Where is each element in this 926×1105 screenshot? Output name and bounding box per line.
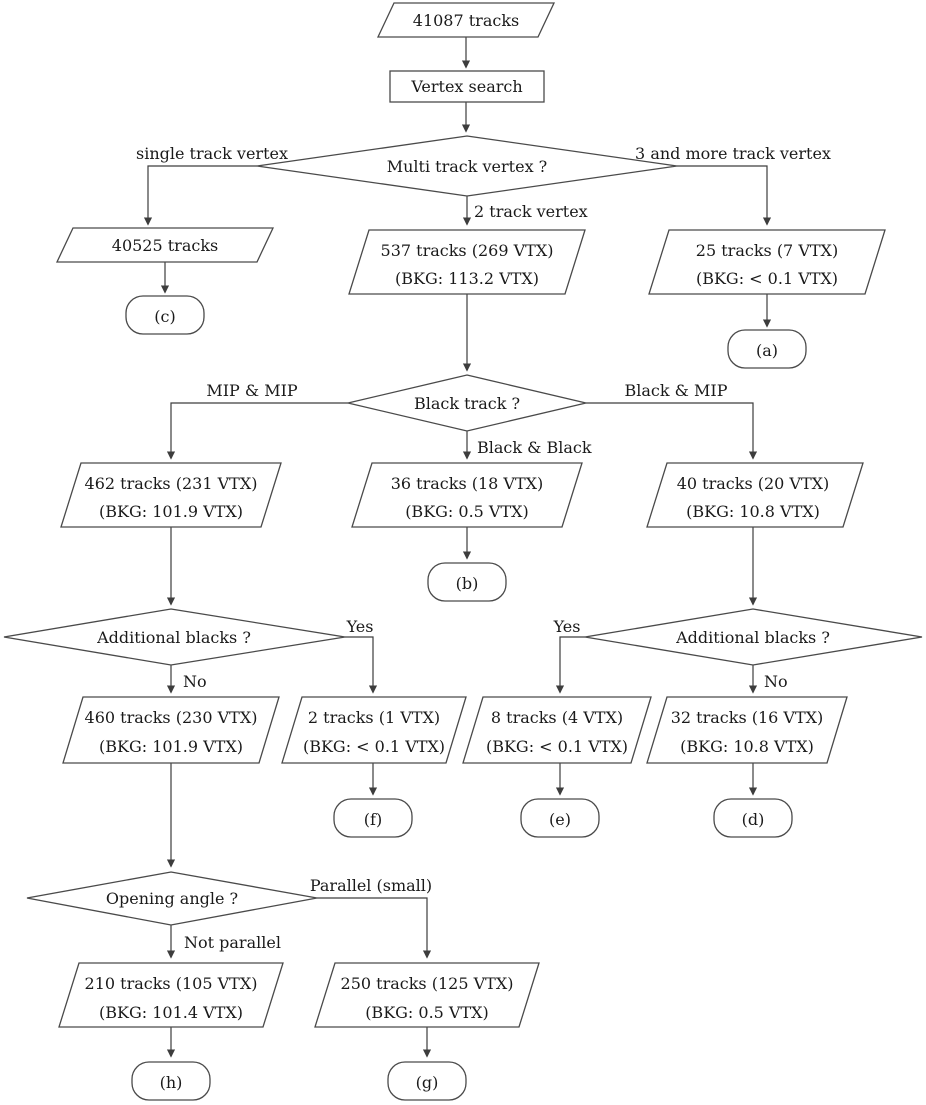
tracks-250-parallelogram (314, 962, 540, 1028)
tracks-537-parallelogram (348, 229, 586, 295)
black-black-branch-label: Black & Black (477, 438, 592, 457)
additional-blacks-left-label: Additional blacks ? (96, 628, 251, 647)
tracks-36-line2: (BKG: 0.5 VTX) (405, 502, 529, 521)
tracks-460-parallelogram (62, 696, 280, 764)
black-track-label: Black track ? (414, 394, 520, 413)
tracks-8-line1: 8 tracks (4 VTX) (491, 708, 623, 727)
terminal-a-label: (a) (756, 341, 778, 360)
tracks-210-line1: 210 tracks (105 VTX) (85, 974, 258, 993)
terminal-f (333, 798, 413, 838)
tracks-40525-label: 40525 tracks (112, 236, 218, 255)
edge-multi-three-track (677, 165, 772, 226)
mip-mip-branch-label: MIP & MIP (206, 381, 298, 400)
two-track-vertex-branch-label: 2 track vertex (474, 202, 588, 221)
vertex-search-box (389, 70, 545, 103)
tracks-2-line2: (BKG: < 0.1 VTX) (303, 737, 445, 756)
tracks-462-line1: 462 tracks (231 VTX) (85, 474, 258, 493)
terminal-c (125, 295, 205, 335)
terminal-e (520, 798, 600, 838)
tracks-25-line1: 25 tracks (7 VTX) (696, 241, 838, 260)
tracks-8-line2: (BKG: < 0.1 VTX) (486, 737, 628, 756)
edge-multi-single-track (143, 165, 257, 226)
tracks-250-line2: (BKG: 0.5 VTX) (365, 1003, 489, 1022)
black-mip-branch-label: Black & MIP (625, 381, 728, 400)
additional-blacks-right-label: Additional blacks ? (675, 628, 830, 647)
tracks-460-line2: (BKG: 101.9 VTX) (99, 737, 243, 756)
tracks-2-parallelogram (281, 696, 467, 764)
tracks-537-line2: (BKG: 113.2 VTX) (395, 269, 539, 288)
tracks-210-parallelogram (58, 962, 284, 1028)
tracks-462-parallelogram (60, 462, 282, 528)
three-more-track-vertex-branch-label: 3 and more track vertex (635, 144, 831, 163)
terminal-b (427, 562, 507, 602)
terminal-d-label: (d) (742, 810, 765, 829)
additional-blacks-right-diamond (584, 608, 923, 666)
opening-angle-diamond (26, 871, 318, 926)
terminal-g (387, 1061, 467, 1101)
opening-angle-label: Opening angle ? (106, 889, 238, 908)
tracks-40-parallelogram (646, 462, 864, 528)
parallel-small-branch-label: Parallel (small) (310, 876, 432, 895)
tracks-32-line1: 32 tracks (16 VTX) (671, 708, 824, 727)
tracks-8-parallelogram (462, 696, 652, 764)
multi-track-vertex-label: Multi track vertex ? (387, 157, 548, 176)
terminal-d (713, 798, 793, 838)
terminal-h-label: (h) (160, 1073, 183, 1092)
terminal-c-label: (c) (154, 307, 175, 326)
start-label: 41087 tracks (413, 11, 519, 30)
terminal-h (131, 1061, 211, 1101)
tracks-250-line1: 250 tracks (125 VTX) (341, 974, 514, 993)
multi-track-vertex-diamond (256, 135, 678, 197)
tracks-460-line1: 460 tracks (230 VTX) (85, 708, 258, 727)
no-right-branch-label: No (764, 672, 788, 691)
edge-black-black-mip (586, 402, 758, 460)
tracks-40525-parallelogram (55, 227, 275, 263)
tracks-32-parallelogram (646, 696, 848, 764)
tracks-2-line1: 2 tracks (1 VTX) (308, 708, 440, 727)
tracks-25-line2: (BKG: < 0.1 VTX) (696, 269, 838, 288)
terminal-a (727, 329, 807, 369)
black-track-diamond (347, 374, 587, 432)
terminal-f-label: (f) (364, 810, 382, 829)
terminal-e-label: (e) (549, 810, 571, 829)
edge-black-mip-mip (166, 402, 348, 460)
terminal-b-label: (b) (456, 574, 479, 593)
tracks-40-line2: (BKG: 10.8 VTX) (686, 502, 820, 521)
tracks-40-line1: 40 tracks (20 VTX) (677, 474, 830, 493)
no-left-branch-label: No (183, 672, 207, 691)
tracks-36-parallelogram (351, 462, 583, 528)
tracks-32-line2: (BKG: 10.8 VTX) (680, 737, 814, 756)
tracks-36-line1: 36 tracks (18 VTX) (391, 474, 544, 493)
terminal-g-label: (g) (416, 1073, 439, 1092)
tracks-25-parallelogram (648, 229, 886, 295)
additional-blacks-left-diamond (3, 608, 346, 666)
yes-left-branch-label: Yes (346, 617, 374, 636)
edge-addblacks-left-yes (345, 636, 378, 694)
not-parallel-branch-label: Not parallel (184, 933, 281, 952)
edge-opening-parallel (317, 897, 432, 959)
edge-addblacks-right-yes (555, 636, 585, 694)
tracks-462-line2: (BKG: 101.9 VTX) (99, 502, 243, 521)
vertex-search-label: Vertex search (410, 77, 522, 96)
single-track-vertex-branch-label: single track vertex (136, 144, 288, 163)
tracks-537-line1: 537 tracks (269 VTX) (381, 241, 554, 260)
tracks-210-line2: (BKG: 101.4 VTX) (99, 1003, 243, 1022)
start-parallelogram (376, 2, 556, 38)
yes-right-branch-label: Yes (553, 617, 581, 636)
